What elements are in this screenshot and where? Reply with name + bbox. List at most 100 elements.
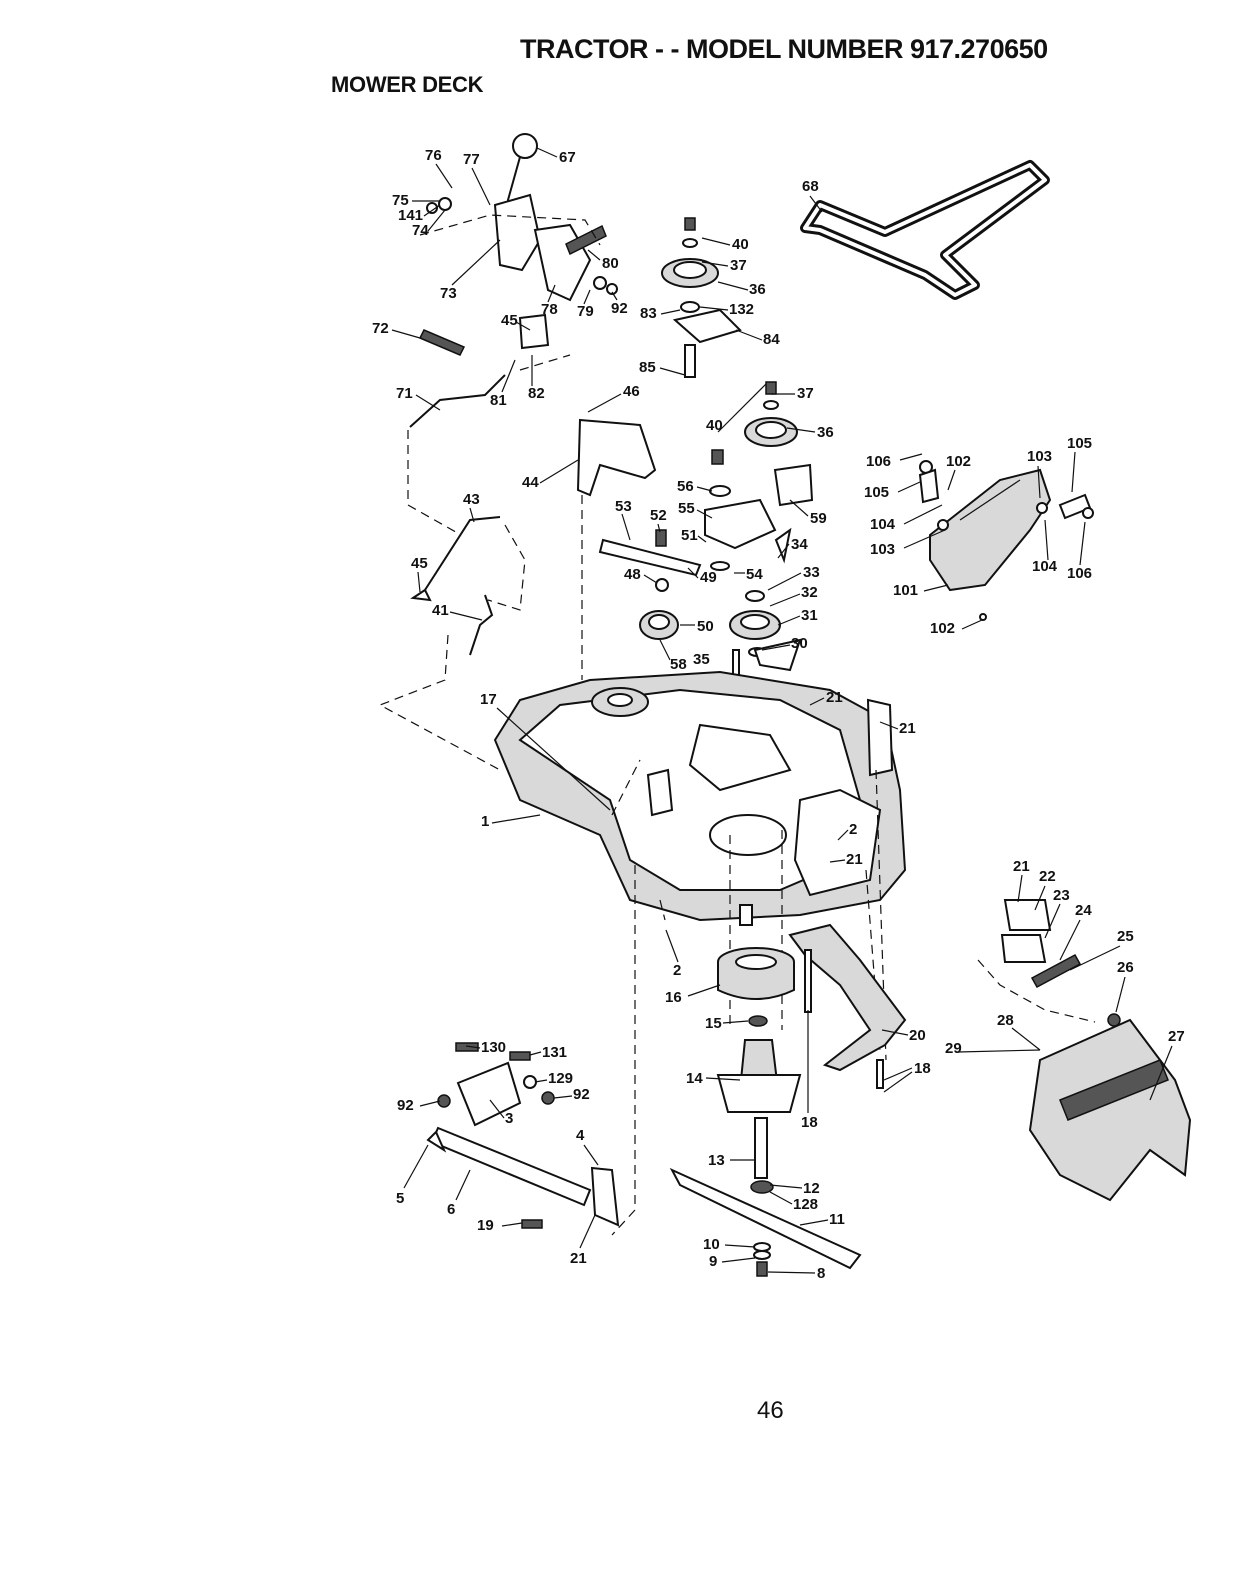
dash-line bbox=[419, 214, 601, 246]
hitch-bolt bbox=[455, 1042, 479, 1052]
shield-body bbox=[1028, 1018, 1192, 1202]
callout-29: 29 bbox=[945, 1040, 962, 1057]
spindle-shaft bbox=[754, 1117, 768, 1179]
baffle-shape bbox=[788, 923, 907, 1072]
callout-36: 36 bbox=[817, 424, 834, 441]
callout-24: 24 bbox=[1075, 902, 1092, 919]
callout-21: 21 bbox=[826, 689, 843, 706]
idler-pulley-hub bbox=[755, 421, 787, 439]
lift-bracket bbox=[493, 193, 542, 272]
callout-73: 73 bbox=[440, 285, 457, 302]
callout-17: 17 bbox=[480, 691, 497, 708]
baffle-bolt bbox=[876, 1059, 884, 1089]
callout-78: 78 bbox=[541, 301, 558, 318]
lift-spring bbox=[565, 224, 607, 256]
callout-81: 81 bbox=[490, 392, 507, 409]
bolt bbox=[774, 527, 792, 564]
callout-92: 92 bbox=[397, 1097, 414, 1114]
callout-3: 3 bbox=[505, 1110, 513, 1127]
callout-13: 13 bbox=[708, 1152, 725, 1169]
brake-arm bbox=[598, 538, 702, 577]
blade-bolt bbox=[756, 1261, 768, 1277]
washer bbox=[426, 202, 438, 214]
dash-line bbox=[407, 430, 471, 541]
callout-26: 26 bbox=[1117, 959, 1134, 976]
discharge-deflector bbox=[918, 460, 1094, 621]
callout-53: 53 bbox=[615, 498, 632, 515]
mandrel-pulley-stack bbox=[729, 590, 802, 686]
callout-12: 12 bbox=[803, 1180, 820, 1197]
deck-spring bbox=[418, 329, 466, 356]
callout-104: 104 bbox=[870, 516, 896, 533]
callout-68: 68 bbox=[802, 178, 819, 195]
callout-27: 27 bbox=[1168, 1028, 1185, 1045]
shoulder-bolt bbox=[521, 1219, 543, 1229]
callout-67: 67 bbox=[559, 149, 576, 166]
callout-105: 105 bbox=[864, 484, 889, 501]
dash-line bbox=[611, 759, 641, 816]
callout-82: 82 bbox=[528, 385, 545, 402]
callout-8: 8 bbox=[817, 1265, 825, 1282]
hitch-bracket bbox=[456, 1061, 522, 1127]
callout-51: 51 bbox=[681, 527, 698, 544]
callout-16: 16 bbox=[665, 989, 682, 1006]
front-hitch-assembly bbox=[426, 1042, 620, 1229]
belt-guide bbox=[672, 308, 742, 344]
hanger-bracket bbox=[1003, 899, 1052, 931]
callout-23: 23 bbox=[1053, 887, 1070, 904]
callout-58: 58 bbox=[670, 656, 687, 673]
callout-40: 40 bbox=[706, 417, 723, 434]
callout-55: 55 bbox=[678, 500, 695, 517]
callout-131: 131 bbox=[542, 1044, 567, 1061]
deck-idler-plate bbox=[688, 723, 792, 792]
callout-83: 83 bbox=[640, 305, 657, 322]
callout-79: 79 bbox=[577, 303, 594, 320]
callout-75: 75 bbox=[392, 192, 409, 209]
mower-blade bbox=[669, 1167, 862, 1270]
callout-21: 21 bbox=[570, 1250, 587, 1267]
page-number: 46 bbox=[757, 1397, 784, 1424]
callout-40: 40 bbox=[732, 236, 749, 253]
spindle-flange bbox=[716, 1074, 802, 1113]
belt-cover bbox=[576, 418, 657, 680]
washer bbox=[710, 561, 730, 571]
callout-59: 59 bbox=[810, 510, 827, 527]
deflector-edge bbox=[959, 479, 1021, 521]
callout-19: 19 bbox=[477, 1217, 494, 1234]
link-rods bbox=[378, 516, 526, 771]
belt-cover-shape bbox=[576, 418, 657, 497]
leader-lines bbox=[391, 147, 1173, 1274]
flat-washer bbox=[709, 485, 731, 497]
callout-45: 45 bbox=[501, 312, 518, 329]
callout-18: 18 bbox=[914, 1060, 931, 1077]
spindle-shield-hole bbox=[735, 954, 777, 970]
mower-deck-housing bbox=[493, 670, 907, 1236]
callout-129: 129 bbox=[548, 1070, 573, 1087]
callout-101: 101 bbox=[893, 582, 918, 599]
rivet bbox=[979, 613, 987, 621]
bearing-lower bbox=[750, 1180, 774, 1194]
shield-rod bbox=[957, 1049, 1041, 1053]
callout-105: 105 bbox=[1067, 435, 1092, 452]
callout-37: 37 bbox=[730, 257, 747, 274]
callout-74: 74 bbox=[412, 222, 429, 239]
link-rod-lower bbox=[469, 594, 494, 656]
spring-washer bbox=[937, 519, 949, 531]
front-baffle bbox=[788, 923, 907, 1089]
lift-link-rod bbox=[409, 374, 506, 428]
nut bbox=[593, 276, 607, 290]
hanger-bracket-assembly bbox=[977, 899, 1121, 1027]
callout-77: 77 bbox=[463, 151, 480, 168]
arm-bolt bbox=[655, 529, 667, 547]
nut bbox=[745, 590, 765, 602]
spacer bbox=[680, 301, 700, 313]
callout-36: 36 bbox=[749, 281, 766, 298]
callout-21: 21 bbox=[899, 720, 916, 737]
callout-4: 4 bbox=[576, 1127, 585, 1144]
dash-line bbox=[611, 865, 636, 1236]
callout-34: 34 bbox=[791, 536, 808, 553]
callout-48: 48 bbox=[624, 566, 641, 583]
callout-32: 32 bbox=[801, 584, 818, 601]
handle-knob bbox=[512, 133, 538, 159]
callout-106: 106 bbox=[866, 453, 891, 470]
